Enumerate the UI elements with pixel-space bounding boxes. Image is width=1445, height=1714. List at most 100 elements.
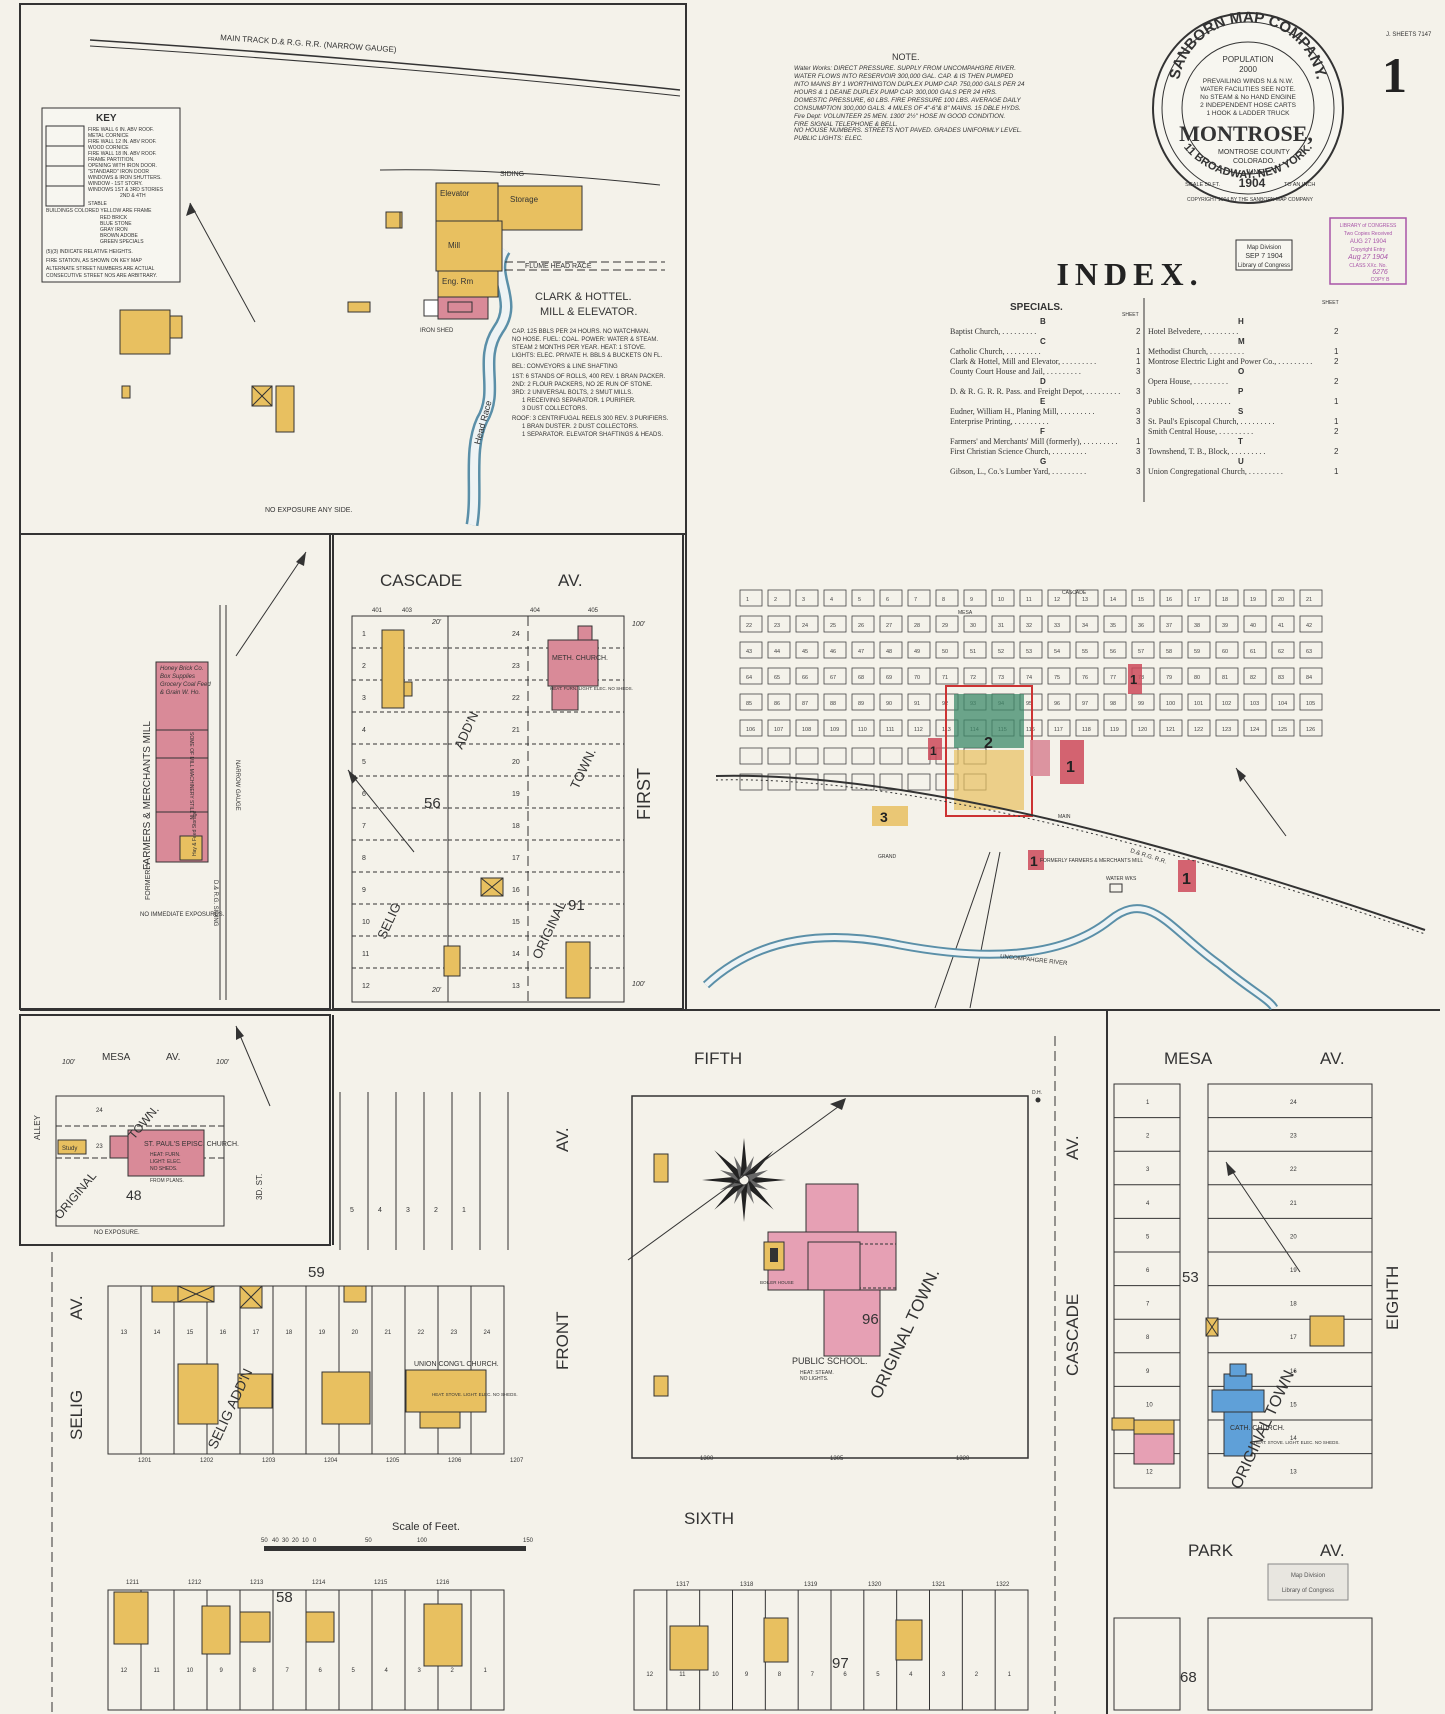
keymap-block-number: 120 xyxy=(1138,727,1147,733)
address: 1211 xyxy=(126,1580,140,1586)
index-entry-sheet: 2 xyxy=(1334,327,1339,336)
dwelling xyxy=(239,1611,271,1643)
lot-number: 24 xyxy=(484,1330,491,1336)
index-entry[interactable]: First Christian Science Church, . . . . … xyxy=(950,447,1086,456)
lot-number: 14 xyxy=(1290,1436,1297,1442)
index-sheet-col-2: SHEET xyxy=(1322,300,1339,306)
keymap-block xyxy=(1243,589,1267,607)
keymap-block xyxy=(739,667,763,685)
scale-tick: 100 xyxy=(417,1538,428,1544)
note-line: Fire Dept: VOLUNTEER 25 MEN. 1300' 2½" H… xyxy=(794,112,1005,120)
index-entry-sheet: 3 xyxy=(1136,407,1141,416)
head-race-inner xyxy=(468,247,511,526)
keymap-block-number: 29 xyxy=(942,623,948,629)
stpaul-church-chancel xyxy=(109,1135,129,1159)
lot-number: 6 xyxy=(1146,1268,1150,1274)
third-street: 3D. ST. xyxy=(255,1174,264,1200)
stpaul-church-name: ST. PAUL'S EPISC. CHURCH. xyxy=(144,1141,239,1148)
meth-church-name: METH. CHURCH. xyxy=(552,655,608,662)
dim: 100' xyxy=(62,1059,76,1066)
lot-number: 8 xyxy=(1146,1335,1150,1341)
keymap-block xyxy=(823,667,847,685)
index-entry[interactable]: Enterprise Printing, . . . . . . . . . xyxy=(950,417,1049,426)
index-letter: O xyxy=(1238,367,1244,376)
index-entry[interactable]: County Court House and Jail, . . . . . .… xyxy=(950,367,1081,376)
mill-detail: 1 SEPARATOR. ELEVATOR SHAFTINGS & HEADS. xyxy=(522,432,663,438)
keymap-block xyxy=(879,667,903,685)
siding-line xyxy=(379,169,661,186)
index-heading: INDEX. xyxy=(1056,256,1203,292)
index-entry[interactable]: Montrose Electric Light and Power Co., .… xyxy=(1148,357,1312,366)
school-info: NO LIGHTS. xyxy=(800,1376,828,1382)
index-entry[interactable]: Methodist Church, . . . . . . . . . xyxy=(1148,347,1244,356)
index-entry[interactable]: Gibson, L., Co.'s Lumber Yard, . . . . .… xyxy=(950,467,1086,476)
index-letter: S xyxy=(1238,407,1244,416)
keymap-block xyxy=(1299,693,1323,711)
keymap-block xyxy=(767,693,791,711)
index-entry[interactable]: Smith Central House, . . . . . . . . . xyxy=(1148,427,1253,436)
brick-building xyxy=(1133,1433,1175,1465)
index-entry[interactable]: Catholic Church, . . . . . . . . . xyxy=(950,347,1041,356)
keymap-block-number: 81 xyxy=(1222,675,1228,681)
keymap-block xyxy=(739,615,763,633)
index-entry[interactable]: Opera House, . . . . . . . . . xyxy=(1148,377,1228,386)
frame-area xyxy=(954,750,1024,810)
lot-number: 20 xyxy=(1290,1234,1297,1240)
keymap-block-number: 125 xyxy=(1278,727,1287,733)
index-entry[interactable]: Hotel Belvedere, . . . . . . . . . xyxy=(1148,327,1238,336)
index-entry[interactable]: D. & R. G. R. R. Pass. and Freight Depot… xyxy=(950,387,1120,396)
index-letter: T xyxy=(1238,437,1243,446)
keymap-block-number: 104 xyxy=(1278,701,1287,707)
dwelling-porch xyxy=(403,681,413,697)
lot-number: 7 xyxy=(362,823,366,830)
index-entry[interactable]: Union Congregational Church, . . . . . .… xyxy=(1148,467,1283,476)
fifth-street: FIFTH xyxy=(694,1049,742,1068)
keymap-block-number: 64 xyxy=(746,675,752,681)
lot-number: 18 xyxy=(1290,1302,1297,1308)
keymap-block-number: 123 xyxy=(1222,727,1231,733)
index-entry-sheet: 1 xyxy=(1334,467,1339,476)
fm-note: Grocery Coal Feed xyxy=(160,682,211,688)
lot-number: 2 xyxy=(362,663,366,670)
keymap-block xyxy=(795,641,819,659)
keymap-block-number: 18 xyxy=(1222,597,1228,603)
address: 1203 xyxy=(262,1458,276,1464)
index-entry[interactable]: Eudner, William H., Planing Mill, . . . … xyxy=(950,407,1095,416)
mill-detail: CAP. 125 BBLS PER 24 HOURS. NO WATCHMAN. xyxy=(512,329,650,335)
loc-stamp-border xyxy=(1329,217,1407,285)
union-church-wing xyxy=(419,1411,461,1429)
index-entry[interactable]: Farmers' and Merchants' Mill (formerly),… xyxy=(950,437,1118,446)
keymap-block xyxy=(1243,719,1267,737)
outbuilding xyxy=(347,301,371,313)
selig-street: SELIG xyxy=(67,1390,86,1440)
address: 1202 xyxy=(200,1458,214,1464)
index-entry[interactable]: Clark & Hottel, Mill and Elevator, . . .… xyxy=(950,357,1096,366)
map-division-library-2: Library of Congress xyxy=(1282,1588,1334,1594)
keymap-block xyxy=(739,693,763,711)
scale-left: SCALE 50 FT. xyxy=(1185,182,1220,188)
index-entry[interactable]: Public School, . . . . . . . . . xyxy=(1148,397,1231,406)
keymap-block xyxy=(1075,641,1099,659)
index-entry[interactable]: St. Paul's Episcopal Church, . . . . . .… xyxy=(1148,417,1275,426)
lot-number: 22 xyxy=(512,695,520,702)
sheet-area-1 xyxy=(928,738,942,760)
index-entry[interactable]: Townshend, T. B., Block, . . . . . . . .… xyxy=(1148,447,1265,456)
keymap-block xyxy=(795,719,819,737)
meth-church-tower xyxy=(577,625,593,641)
dwelling xyxy=(1309,1315,1345,1347)
keymap-block-number: 13 xyxy=(1082,597,1088,603)
lot-number: 19 xyxy=(319,1330,326,1336)
index-entry-sheet: 2 xyxy=(1136,327,1141,336)
keymap-block-number: 71 xyxy=(942,675,948,681)
keymap-block xyxy=(1075,667,1099,685)
index-entry[interactable]: Baptist Church, . . . . . . . . . xyxy=(950,327,1036,336)
keymap-block xyxy=(1131,719,1155,737)
mill-detail: 1 RECEIVING SEPARATOR. 1 PURIFIER. xyxy=(522,398,636,404)
keymap-block-number: 38 xyxy=(1194,623,1200,629)
lot-number: 1 xyxy=(484,1668,488,1674)
keymap-block-number: 44 xyxy=(774,649,780,655)
loc-stamp: LIBRARY of CONGRESS Two Copies Received … xyxy=(1329,217,1407,285)
keymap-block xyxy=(1215,589,1239,607)
mill-detail: LIGHTS: ELEC. PRIVATE H. BBLS & BUCKETS … xyxy=(512,353,662,359)
